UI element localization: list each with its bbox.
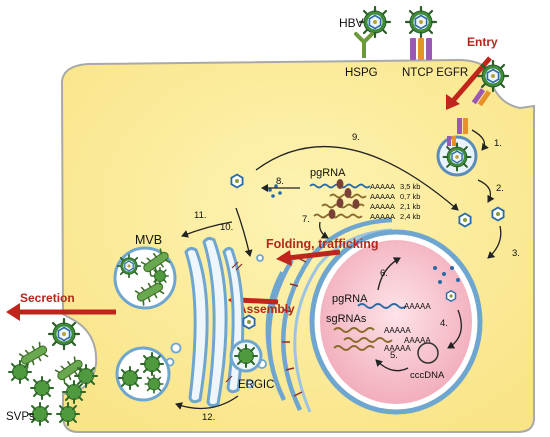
capsid-recycled <box>230 173 244 189</box>
step-12: 12. <box>202 412 215 423</box>
released-capsid <box>491 206 505 222</box>
nuclear-tail-4: AAAAA <box>384 344 411 353</box>
capsid-to-nucleus <box>458 212 472 228</box>
nuclear-tail-3: AAAAA <box>404 336 431 345</box>
step-8: 8. <box>276 176 284 187</box>
step-6: 6. <box>380 268 388 279</box>
nuclear-tail-1: AAAAA <box>404 302 431 311</box>
transcript-2-tail: AAAAA <box>370 192 395 201</box>
assembly-label: Assembly <box>238 302 295 316</box>
mvb <box>113 246 177 310</box>
ergic-golgi <box>184 236 245 408</box>
folding-label: Folding, trafficking <box>266 237 379 251</box>
transcript-1-tail: AAAAA <box>370 182 395 191</box>
step-5: 5. <box>390 350 398 361</box>
step-1: 1. <box>494 138 502 149</box>
entry-label: Entry <box>467 35 498 49</box>
folding-arrow <box>287 249 341 261</box>
cccdna-label: cccDNA <box>410 370 445 381</box>
step-4: 4. <box>440 318 448 329</box>
internalized-receptor <box>457 118 468 134</box>
pgrna-nuclear-label: pgRNA <box>332 293 368 305</box>
nuclear-capsids <box>433 266 460 302</box>
endosome <box>436 135 478 177</box>
hspg-label: HSPG <box>345 67 378 79</box>
secreted-virion <box>47 317 81 351</box>
hbv-label: HBV <box>339 16 364 30</box>
sgrnas-label: sgRNAs <box>326 313 367 325</box>
secretion-label: Secretion <box>20 291 75 305</box>
endoplasmic-reticulum <box>265 217 393 413</box>
svp-vesicle <box>115 346 171 402</box>
nuclear-tail-2: AAAAA <box>384 326 411 335</box>
mvb-label: MVB <box>135 233 162 247</box>
hspg-receptor <box>354 32 374 58</box>
ergic-label: ERGIC <box>238 379 274 391</box>
ntcp-egfr-label: NTCP EGFR <box>402 67 468 79</box>
transcript-4-tail: AAAAA <box>370 212 395 221</box>
transcript-1-size: 3,5 kb <box>400 182 420 191</box>
cccdna <box>417 342 439 364</box>
transcript-4-size: 2,4 kb <box>400 212 420 221</box>
transcript-3-tail: AAAAA <box>370 202 395 211</box>
step-2: 2. <box>496 183 504 194</box>
pgrna-cyto-label: pgRNA <box>310 167 346 179</box>
ntcp-egfr-receptor <box>404 5 438 60</box>
nuclear-transcripts <box>333 303 407 351</box>
assembly-arrow <box>237 297 279 305</box>
ergic-vesicle <box>229 339 263 373</box>
recycling-arrow <box>255 145 459 211</box>
step-7: 7. <box>302 214 310 225</box>
transcript-3-size: 2,1 kb <box>400 202 420 211</box>
svps-label: SVPs <box>6 411 35 423</box>
step-11: 11. <box>194 210 207 221</box>
step-9: 9. <box>352 132 360 143</box>
step-3: 3. <box>512 248 520 259</box>
capsid-in-er <box>242 314 256 330</box>
nucleus <box>309 229 483 415</box>
ribosomes <box>328 179 360 219</box>
transcript-2-size: 0,7 kb <box>400 192 420 201</box>
step-10: 10. <box>220 222 233 233</box>
